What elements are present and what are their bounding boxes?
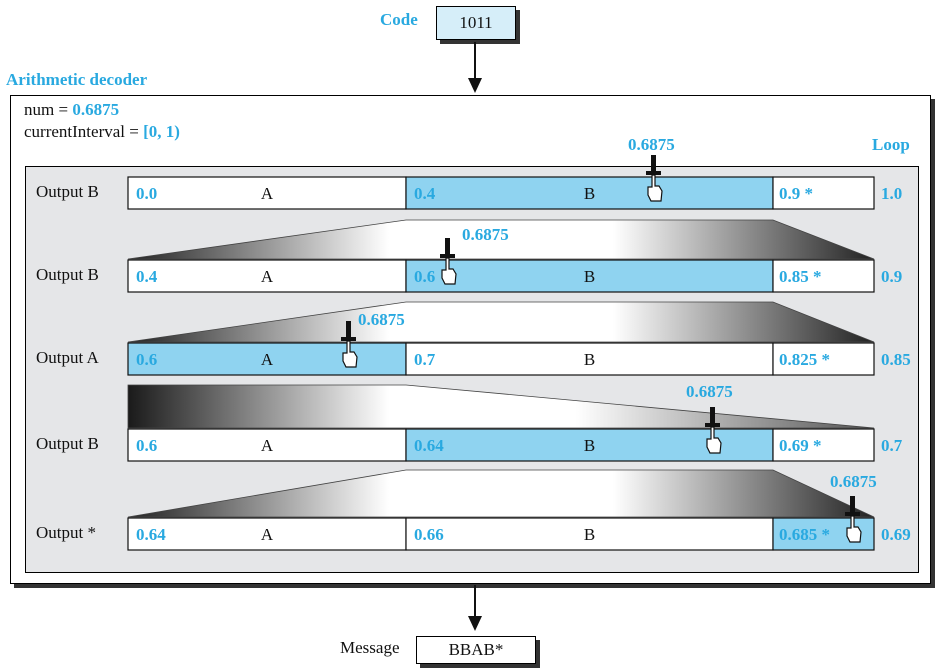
num-label: num = — [24, 100, 73, 119]
pointing-hand-icon — [342, 340, 358, 368]
bound-label: 0.825 * — [779, 350, 830, 369]
symbol-label: A — [261, 350, 274, 369]
bound-label: 0.9 * — [779, 184, 813, 203]
num-line: num = 0.6875 — [24, 100, 119, 120]
bound-label: 0.9 — [881, 267, 902, 286]
pointer-marker — [845, 496, 862, 543]
bound-label: 0.85 * — [779, 267, 822, 286]
bound-label: 0.6 — [136, 436, 157, 455]
bound-label: 0.66 — [414, 525, 444, 544]
value-markers: 0.6875 0.6875 0.6875 0.6875 0.6875 — [341, 135, 877, 543]
pointer-bar — [341, 337, 356, 341]
code-value: 1011 — [459, 13, 493, 32]
arrow-head — [468, 78, 482, 93]
bound-label: 0.4 — [136, 267, 158, 286]
interval-segment — [127, 428, 407, 462]
row-output-label: Output A — [36, 348, 99, 367]
symbol-label: B — [584, 525, 595, 544]
interval-segment — [405, 259, 774, 293]
symbol-label: B — [584, 184, 595, 203]
marker-value: 0.6875 — [462, 225, 509, 244]
decoder-title: Arithmetic decoder — [6, 70, 148, 89]
zoom-funnel — [127, 384, 875, 429]
bound-label: 0.64 — [414, 436, 444, 455]
symbol-label: A — [261, 436, 274, 455]
symbol-label: B — [584, 436, 595, 455]
message-value: BBAB* — [448, 640, 504, 659]
interval-label: currentInterval = — [24, 122, 144, 141]
bound-label: 0.4 — [414, 184, 436, 203]
interval-segment — [772, 342, 875, 376]
bound-label: 0.685 * — [779, 525, 830, 544]
pointing-hand-icon — [441, 257, 457, 285]
code-label: Code — [380, 10, 418, 29]
symbol-label: B — [584, 350, 595, 369]
bound-label: 0.69 * — [779, 436, 822, 455]
marker-value: 0.6875 — [830, 472, 877, 491]
bound-label: 0.64 — [136, 525, 166, 544]
interval-segment — [405, 342, 774, 376]
bound-label: 0.6 — [414, 267, 435, 286]
pointer-marker — [440, 238, 457, 285]
pointer-bar — [646, 171, 661, 175]
marker-value: 0.6875 — [358, 310, 405, 329]
flow-arrows — [468, 42, 482, 631]
row-output-label: Output B — [36, 434, 99, 453]
marker-value: 0.6875 — [686, 382, 733, 401]
zoom-funnel — [127, 301, 875, 343]
interval-segment — [405, 176, 774, 210]
zoom-funnel — [127, 219, 875, 260]
bound-label: 0.7 — [414, 350, 436, 369]
pointing-hand-icon — [706, 426, 722, 454]
interval-segment — [772, 428, 875, 462]
interval-line: currentInterval = [0, 1) — [24, 122, 180, 142]
pointer-marker — [341, 321, 358, 368]
row-output-label: Output B — [36, 182, 99, 201]
loop-label: Loop — [872, 135, 910, 154]
row-output-label: Output * — [36, 523, 96, 542]
pointer-stem — [346, 321, 351, 339]
symbol-label: A — [261, 267, 274, 286]
pointing-hand-icon — [846, 515, 862, 543]
bound-label: 1.0 — [881, 184, 902, 203]
pointer-marker — [705, 407, 722, 454]
pointer-bar — [705, 423, 720, 427]
interval-segment — [127, 517, 407, 551]
bound-label: 0.6 — [136, 350, 157, 369]
bound-label: 0.69 — [881, 525, 911, 544]
marker-value: 0.6875 — [628, 135, 675, 154]
message-box: BBAB* — [416, 636, 536, 664]
interval-segment — [127, 259, 407, 293]
pointer-stem — [445, 238, 450, 256]
interval-segment — [772, 176, 875, 210]
symbol-label: A — [261, 525, 274, 544]
bound-label: 0.7 — [881, 436, 903, 455]
pointing-hand-icon — [647, 174, 663, 202]
arrow-head — [468, 616, 482, 631]
code-box: 1011 — [436, 6, 516, 40]
interval-segment — [772, 259, 875, 293]
pointer-bar — [845, 512, 860, 516]
pointer-stem — [710, 407, 715, 425]
pointer-bar — [440, 254, 455, 258]
pointer-marker — [646, 155, 663, 202]
interval-value: [0, 1) — [143, 122, 180, 141]
symbol-label: A — [261, 184, 274, 203]
row-output-label: Output B — [36, 265, 99, 284]
interval-segment — [127, 176, 407, 210]
zoom-funnel — [127, 469, 875, 518]
bound-label: 0.0 — [136, 184, 157, 203]
pointer-stem — [651, 155, 656, 173]
pointer-stem — [850, 496, 855, 514]
message-label: Message — [340, 638, 400, 657]
symbol-label: B — [584, 267, 595, 286]
bound-label: 0.85 — [881, 350, 911, 369]
num-value: 0.6875 — [72, 100, 120, 119]
zoom-funnels — [127, 219, 875, 518]
